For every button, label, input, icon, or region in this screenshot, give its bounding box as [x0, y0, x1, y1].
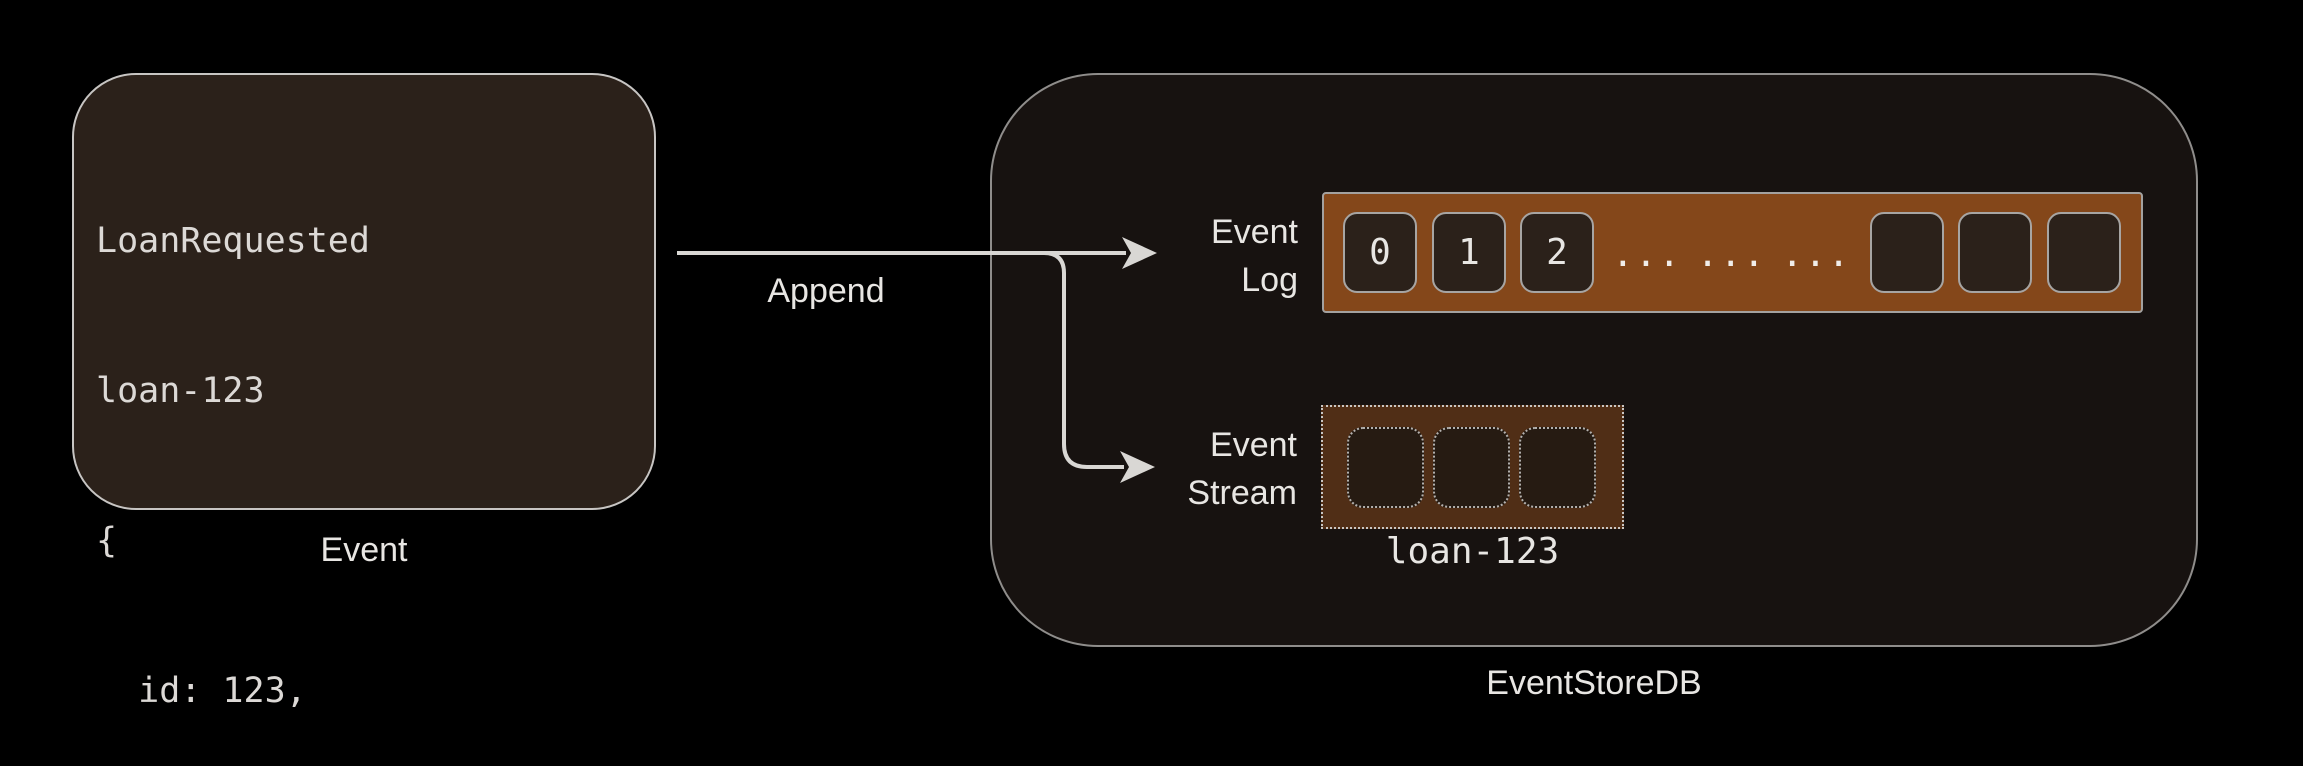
event-stream-box	[1321, 405, 1624, 529]
event-log-cell-empty	[1958, 212, 2032, 293]
event-card-caption: Event	[320, 531, 408, 569]
eventstore-container	[990, 73, 2198, 647]
code-line: id: 123,	[96, 671, 307, 711]
event-log-cell-empty	[2047, 212, 2121, 293]
event-stream-label: Event Stream	[1047, 421, 1297, 517]
ellipsis-dots: ... ... ...	[1612, 234, 1851, 275]
code-line: loan-123	[96, 371, 265, 411]
event-log-cell-empty	[1870, 212, 1944, 293]
event-stream-label-line1: Event	[1210, 426, 1297, 464]
event-log-label-line2: Log	[1241, 261, 1298, 299]
stream-placeholder-cell	[1347, 427, 1424, 508]
stream-placeholder-cell	[1433, 427, 1510, 508]
code-line: {	[96, 521, 118, 561]
event-log-cell-1: 1	[1432, 212, 1506, 293]
append-label: Append	[767, 272, 885, 310]
event-log-cell-2: 2	[1520, 212, 1594, 293]
event-log-label-line1: Event	[1211, 213, 1298, 251]
event-code-block: LoanRequested loan-123 { id: 123, amount…	[74, 75, 654, 766]
stream-placeholder-cell	[1519, 427, 1596, 508]
event-stream-label-line2: Stream	[1187, 474, 1297, 512]
eventstore-caption: EventStoreDB	[1486, 664, 1702, 702]
stream-name-caption: loan-123	[1385, 531, 1560, 572]
event-log-bar: 0 1 2	[1322, 192, 2143, 313]
event-log-label: Event Log	[1048, 208, 1298, 304]
event-card: LoanRequested loan-123 { id: 123, amount…	[72, 73, 656, 711]
event-log-cell-0: 0	[1343, 212, 1417, 293]
code-line: LoanRequested	[96, 221, 370, 261]
